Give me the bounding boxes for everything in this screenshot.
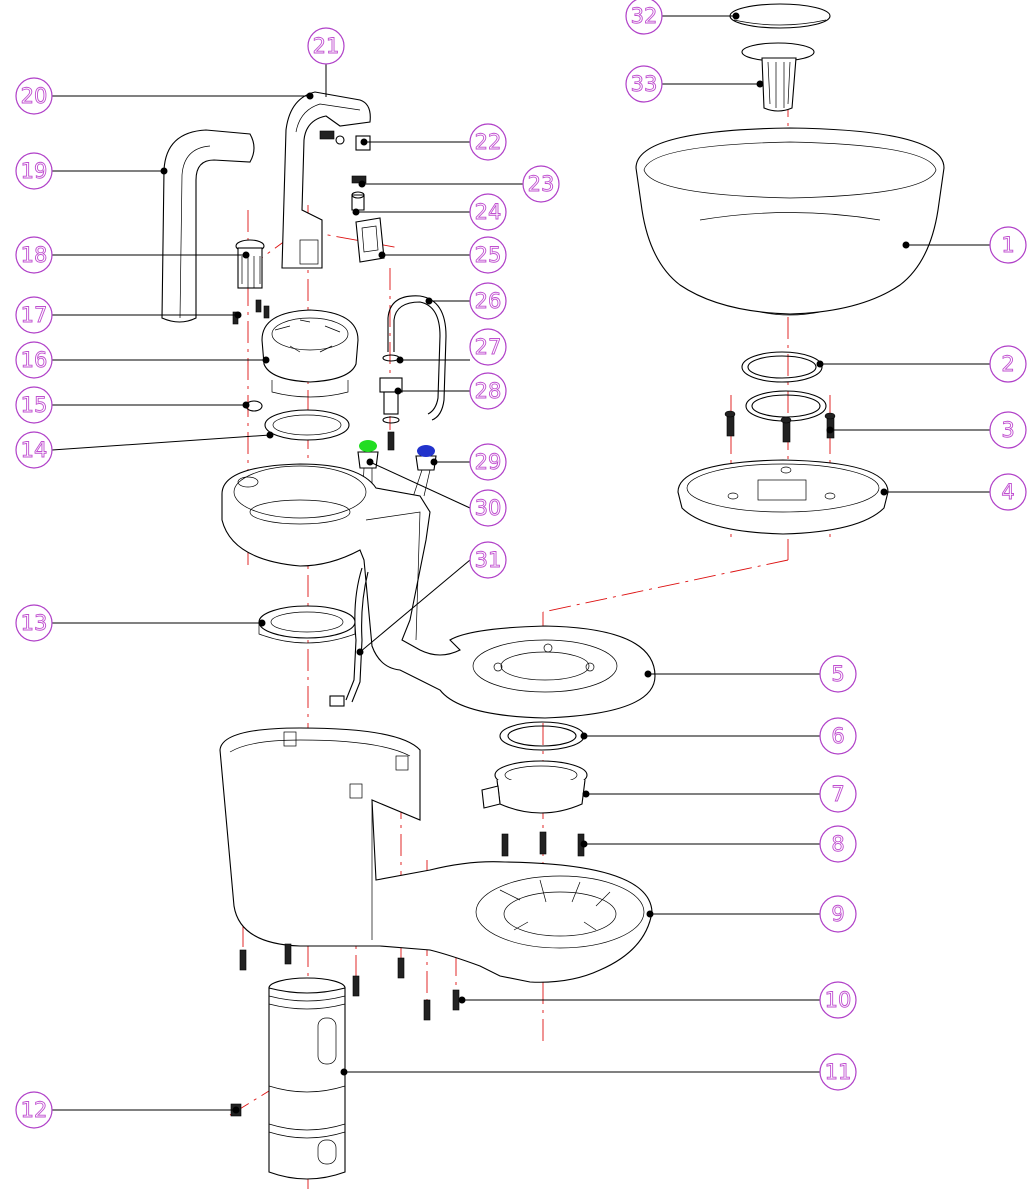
callout-5: 5 xyxy=(819,655,857,693)
callout-33: 33 xyxy=(625,65,663,103)
callout-2: 2 xyxy=(989,345,1027,383)
callout-2-label: 2 xyxy=(1001,352,1014,376)
callout-23: 23 xyxy=(522,165,560,203)
part-11-cylinder xyxy=(268,977,346,1180)
leader-dots xyxy=(160,12,910,1114)
callout-14: 14 xyxy=(15,431,53,469)
callout-29: 29 xyxy=(469,443,507,481)
callout-17-label: 17 xyxy=(21,303,48,327)
callout-28-label: 28 xyxy=(475,379,502,403)
callouts: 32 33 21 20 22 19 23 24 xyxy=(15,0,1027,1129)
part-16-motor-cap xyxy=(261,309,359,398)
callout-6-label: 6 xyxy=(831,724,844,748)
callout-30: 30 xyxy=(469,489,507,527)
callout-31: 31 xyxy=(469,541,507,579)
part-20-21-arm-housing xyxy=(281,91,371,269)
callout-6: 6 xyxy=(819,717,857,755)
callout-25: 25 xyxy=(469,236,507,274)
part-4-mount-plate xyxy=(677,459,889,535)
callout-4: 4 xyxy=(989,473,1027,511)
part-3-screws xyxy=(724,410,836,443)
callout-12-label: 12 xyxy=(21,1098,48,1122)
part-13-lock-ring xyxy=(258,605,356,644)
callout-7-label: 7 xyxy=(831,782,844,806)
callout-25-label: 25 xyxy=(475,243,502,267)
part-31-wire-harness xyxy=(329,567,369,707)
part-26-hose xyxy=(387,295,447,421)
part-19-spout xyxy=(161,129,255,323)
callout-27-label: 27 xyxy=(475,335,502,359)
callout-21: 21 xyxy=(307,27,345,65)
callout-24-label: 24 xyxy=(475,200,502,224)
part-1-bowl xyxy=(635,127,945,316)
callout-24: 24 xyxy=(469,193,507,231)
callout-32-label: 32 xyxy=(631,4,658,28)
part-10-screws xyxy=(239,943,460,1021)
callout-18-label: 18 xyxy=(21,243,48,267)
callout-9-label: 9 xyxy=(831,902,844,926)
callout-11-label: 11 xyxy=(825,1060,852,1084)
part-28-valve xyxy=(379,377,403,451)
callout-29-label: 29 xyxy=(475,450,502,474)
callout-13: 13 xyxy=(15,604,53,642)
callout-11: 11 xyxy=(819,1053,857,1091)
callout-8: 8 xyxy=(819,825,857,863)
part-33-strainer xyxy=(741,42,815,112)
callout-33-label: 33 xyxy=(631,72,658,96)
callout-26: 26 xyxy=(469,282,507,320)
part-17-screws xyxy=(232,299,270,325)
callout-19: 19 xyxy=(15,152,53,190)
callout-8-label: 8 xyxy=(831,832,844,856)
upper-housing xyxy=(221,463,656,719)
callout-19-label: 19 xyxy=(21,159,48,183)
part-2-rings xyxy=(741,351,827,422)
callout-4-label: 4 xyxy=(1001,480,1014,504)
callout-23-label: 23 xyxy=(528,172,555,196)
callout-17: 17 xyxy=(15,296,53,334)
callout-28: 28 xyxy=(469,372,507,410)
callout-16-label: 16 xyxy=(21,348,48,372)
callout-7: 7 xyxy=(819,775,857,813)
callout-14-label: 14 xyxy=(21,438,48,462)
callout-13-label: 13 xyxy=(21,611,48,635)
part-18-cartridge xyxy=(235,239,265,289)
callout-22: 22 xyxy=(469,123,507,161)
callout-3-label: 3 xyxy=(1001,418,1014,442)
callout-22-label: 22 xyxy=(475,130,502,154)
led-green-light xyxy=(359,440,377,452)
callout-30-label: 30 xyxy=(475,496,502,520)
callout-10-label: 10 xyxy=(825,988,852,1012)
part-25-block xyxy=(355,217,385,263)
callout-20-label: 20 xyxy=(21,84,48,108)
part-32-cap xyxy=(729,3,831,29)
part-24-nozzle xyxy=(351,191,365,211)
led-blue-light xyxy=(417,445,435,457)
part-14-seal-ring xyxy=(264,409,350,441)
part-6-gasket xyxy=(499,721,585,751)
callout-3: 3 xyxy=(989,411,1027,449)
callout-18: 18 xyxy=(15,236,53,274)
part-7-drain-flange xyxy=(481,760,588,814)
callout-12: 12 xyxy=(15,1091,53,1129)
callout-27: 27 xyxy=(469,328,507,366)
callout-32: 32 xyxy=(625,0,663,35)
callout-1-label: 1 xyxy=(1001,233,1014,257)
callout-26-label: 26 xyxy=(475,289,502,313)
callout-1: 1 xyxy=(989,226,1027,264)
callout-15-label: 15 xyxy=(21,393,48,417)
leader-lines xyxy=(51,15,990,1111)
callout-10: 10 xyxy=(819,981,857,1019)
part-8-screws xyxy=(501,831,585,857)
callout-31-label: 31 xyxy=(475,548,502,572)
callout-21-label: 21 xyxy=(313,34,340,58)
callout-9: 9 xyxy=(819,895,857,933)
callout-20: 20 xyxy=(15,77,53,115)
callout-16: 16 xyxy=(15,341,53,379)
callout-5-label: 5 xyxy=(831,662,844,686)
callout-15: 15 xyxy=(15,386,53,424)
